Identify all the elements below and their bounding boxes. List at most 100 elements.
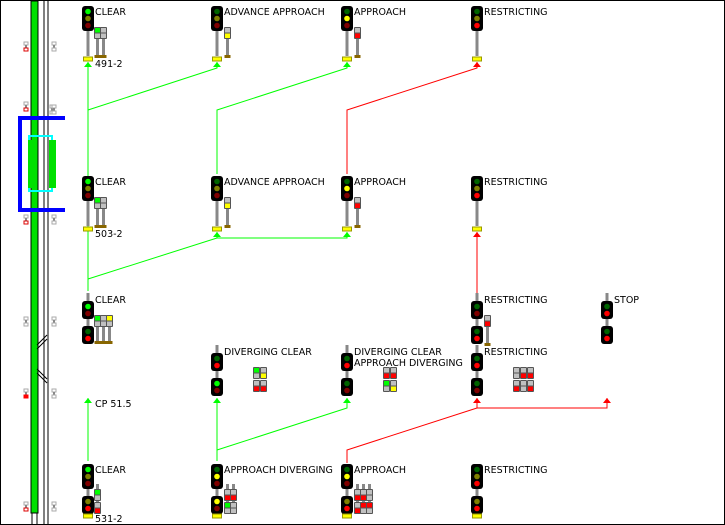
track-signal-icon (53, 45, 55, 48)
signal-lamp (344, 362, 350, 369)
signal-base-plate (83, 226, 93, 232)
signal-mast (475, 180, 479, 226)
signal-aspect-label: ADVANCE APPROACH (224, 7, 325, 18)
dwarf-lamp (361, 495, 366, 500)
signal-base-plate (472, 226, 482, 232)
signal-aspect-label: APPROACH (354, 177, 406, 188)
signal-mast (215, 180, 219, 226)
dwarf-mast (96, 27, 99, 56)
signal-head (601, 301, 613, 319)
dwarf-lamp (528, 368, 533, 373)
dwarf-lamp (101, 33, 106, 38)
signal-head (471, 496, 483, 514)
track-signal-icon (51, 41, 57, 46)
dwarf-lamp (367, 490, 372, 495)
signal-aspect-label: RESTRICTING (484, 7, 548, 18)
signal-11: DIVERGING CLEAR (211, 345, 312, 396)
dwarf-lamp (361, 490, 366, 495)
route-arrow (213, 62, 221, 67)
signal-lamp (604, 303, 610, 310)
dwarf-base (100, 341, 107, 344)
signal-lamp (344, 498, 350, 505)
signal-base-plate (212, 513, 222, 519)
signal-head (341, 353, 353, 371)
signal-lamp (344, 355, 350, 362)
signal-lamp (474, 15, 480, 22)
route-arrow (603, 398, 611, 403)
signal-6: APPROACH (341, 176, 406, 232)
signal-mast (86, 180, 90, 226)
signal-lamp (85, 473, 91, 480)
signal-lamp (474, 310, 480, 317)
signal-head (211, 378, 223, 396)
route-line (216, 62, 348, 174)
signal-1: ADVANCE APPROACH (211, 6, 325, 62)
dwarf-base (100, 225, 107, 228)
signal-2: APPROACH (341, 6, 406, 62)
location-label-491-2: 491-2 (95, 59, 123, 70)
dwarf-lamp (367, 495, 372, 500)
signal-mast (345, 468, 349, 513)
dwarf-lamp (101, 203, 106, 208)
dwarf-lamp (521, 368, 526, 373)
dwarf-lamp (367, 503, 372, 508)
block-occupancy (28, 140, 35, 188)
track-signal-icon (51, 214, 57, 219)
signal-head (471, 378, 483, 396)
route-arrow (473, 398, 481, 403)
dwarf-lamp (254, 386, 259, 391)
signal-mast (215, 468, 219, 513)
signal-aspect-label: CLEAR (95, 7, 126, 18)
signal-lamp (344, 178, 350, 185)
signal-lamp (214, 387, 220, 394)
block-bracket (18, 116, 65, 212)
signal-14: CLEAR (82, 464, 126, 519)
signal-lamp (474, 473, 480, 480)
signal-lamp (85, 15, 91, 22)
dwarf-lamp (95, 28, 100, 33)
signal-lamp (214, 22, 220, 29)
signal-lamp (474, 328, 480, 335)
track-signal-icon (51, 110, 57, 115)
signal-lamp (214, 15, 220, 22)
dwarf-lamp (528, 386, 533, 391)
signal-lamp (474, 355, 480, 362)
track-diagram (18, 1, 65, 524)
signal-lamp (214, 178, 220, 185)
dwarf-lamp (355, 198, 360, 203)
signal-13: RESTRICTING (471, 345, 548, 396)
track-signal-icon (23, 47, 29, 52)
track-signal-icon (51, 108, 53, 111)
dwarf-lamp (485, 316, 490, 321)
dwarf-lamp (95, 503, 100, 508)
signal-lamp (474, 505, 480, 512)
dwarf-lamp (231, 490, 236, 495)
dwarf-lamp (261, 373, 266, 378)
signal-lamp (474, 178, 480, 185)
dwarf-lamp (361, 508, 366, 513)
track-signal-icon (23, 214, 29, 219)
signal-base-plate (83, 513, 93, 519)
dwarf-lamp (101, 28, 106, 33)
dwarf-lamp (101, 316, 106, 321)
dwarf-lamp (95, 321, 100, 326)
signal-base-plate (342, 513, 352, 519)
dwarf-lamp (514, 386, 519, 391)
signal-head (82, 496, 94, 514)
signal-lamp (85, 22, 91, 29)
dwarf-mast (356, 27, 359, 56)
signal-base-plate (472, 56, 482, 62)
signal-aspect-label: CLEAR (95, 295, 126, 306)
dwarf-lamp (254, 381, 259, 386)
signal-mast (345, 180, 349, 226)
route-arrow (84, 62, 92, 67)
signal-base-plate (83, 56, 93, 62)
signal-lamp (474, 335, 480, 342)
signal-aspect-label: APPROACH (354, 7, 406, 18)
dwarf-lamp (225, 490, 230, 495)
signal-lamp (214, 362, 220, 369)
dwarf-lamp (355, 33, 360, 38)
dwarf-lamp (514, 368, 519, 373)
crossover-switch (36, 334, 48, 350)
signal-base-plate (212, 56, 222, 62)
